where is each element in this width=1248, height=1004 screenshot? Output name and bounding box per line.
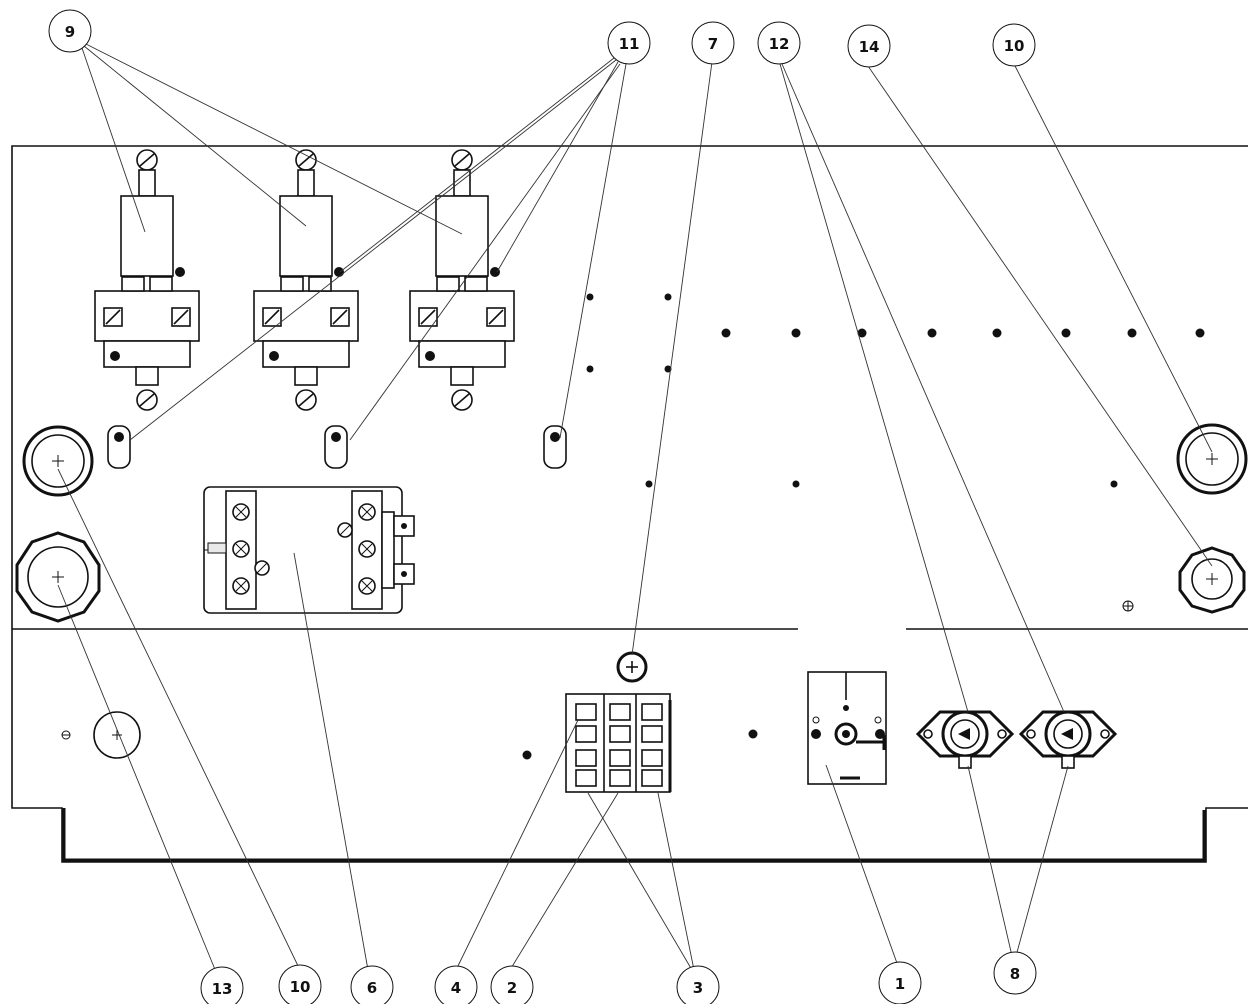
terminal-block (565, 651, 672, 793)
callout-10-top: 10 (992, 23, 1036, 67)
callout-8: 8 (993, 951, 1037, 995)
thermostat (807, 671, 887, 785)
callout-6: 6 (350, 965, 394, 1004)
callout-13: 13 (200, 966, 244, 1004)
callout-7: 7 (691, 21, 735, 65)
cable-gland-right-top (1176, 423, 1248, 495)
relay (203, 486, 415, 614)
callout-1: 1 (878, 961, 922, 1004)
callout-10-bottom: 10 (278, 964, 322, 1004)
mounting-holes (522, 293, 1205, 760)
callout-4-label: 4 (451, 979, 461, 997)
callout-13-label: 13 (212, 980, 233, 998)
cable-gland-left-top (22, 425, 94, 497)
callout-10-bottom-label: 10 (290, 978, 311, 996)
heater-thermostat-2 (1018, 710, 1118, 769)
callout-11-label: 11 (619, 35, 640, 53)
callout-14-label: 14 (859, 38, 880, 56)
callout-14: 14 (847, 24, 891, 68)
cable-gland-right-bottom (1178, 546, 1246, 614)
callout-3-label: 3 (693, 979, 703, 997)
callout-4: 4 (434, 965, 478, 1004)
ground-lug-1 (107, 425, 131, 469)
callout-1-label: 1 (895, 975, 905, 993)
callout-6-label: 6 (367, 979, 377, 997)
blank-hole (61, 711, 141, 759)
fuse-holder-1 (94, 149, 200, 411)
callout-2: 2 (490, 965, 534, 1004)
callout-2-label: 2 (507, 979, 517, 997)
ground-lug-3 (543, 425, 567, 469)
callout-12-label: 12 (769, 35, 790, 53)
heater-thermostat-1 (915, 710, 1015, 769)
callout-9-label: 9 (65, 23, 75, 41)
callout-11: 11 (607, 21, 651, 65)
leader-lines (57, 43, 1213, 973)
callout-7-label: 7 (708, 35, 718, 53)
backplate (11, 145, 1248, 863)
callout-9: 9 (48, 9, 92, 53)
ground-lug-2 (324, 425, 348, 469)
callout-3: 3 (676, 965, 720, 1004)
callout-12: 12 (757, 21, 801, 65)
callout-8-label: 8 (1010, 965, 1020, 983)
callout-10-top-label: 10 (1004, 37, 1025, 55)
fuse-holder-3 (409, 149, 515, 411)
cable-gland-left-bottom (15, 531, 101, 623)
fuse-holder-2 (253, 149, 359, 411)
